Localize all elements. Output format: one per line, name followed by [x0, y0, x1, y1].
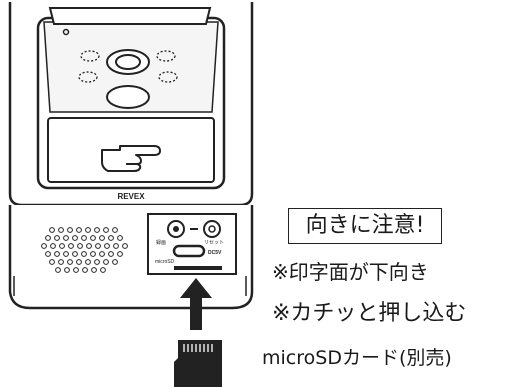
dc-label: DC5V — [208, 250, 222, 256]
speaker-hole — [73, 267, 79, 273]
speaker-hole — [113, 243, 119, 249]
speaker-hole — [58, 227, 64, 233]
slot-panel: 録画 リセット DC5V microSD — [147, 213, 237, 275]
speaker-hole — [50, 243, 56, 249]
speaker-hole — [117, 251, 123, 257]
camera-lens-icon — [106, 49, 150, 75]
speaker-hole — [112, 259, 118, 265]
speaker-hole — [49, 259, 55, 265]
insert-arrow-icon — [180, 278, 212, 330]
orientation-warning-box: 向きに注意! — [288, 208, 442, 244]
reset-label: リセット — [204, 240, 224, 246]
speaker-hole — [63, 251, 69, 257]
speaker-hole — [58, 259, 64, 265]
speaker-hole — [45, 235, 51, 241]
speaker-hole — [49, 227, 55, 233]
speaker-hole — [76, 259, 82, 265]
microsd-card-icon — [174, 340, 222, 387]
microsd-slot[interactable] — [174, 266, 222, 270]
speaker-hole — [67, 227, 73, 233]
speaker-hole — [81, 235, 87, 241]
speaker-hole — [99, 235, 105, 241]
speaker-hole — [94, 259, 100, 265]
speaker-hole — [85, 227, 91, 233]
speaker-hole — [122, 243, 128, 249]
speaker-hole — [100, 267, 106, 273]
speaker-hole — [108, 251, 114, 257]
push-until-click-note: ※カチッと押し込む — [272, 301, 467, 326]
speaker-hole — [117, 235, 123, 241]
speaker-hole — [76, 227, 82, 233]
speaker-hole — [77, 243, 83, 249]
speaker-hole — [81, 251, 87, 257]
speaker-hole — [55, 267, 61, 273]
speaker-hole — [68, 243, 74, 249]
sd-label: microSD — [155, 259, 175, 265]
sensor-icon — [106, 85, 150, 109]
speaker-hole — [104, 243, 110, 249]
speaker-hole — [54, 251, 60, 257]
speaker-hole — [67, 259, 73, 265]
speaker-hole — [72, 251, 78, 257]
top-cover — [48, 7, 212, 25]
speaker-grille — [41, 227, 128, 273]
speaker-hole — [85, 259, 91, 265]
speaker-hole — [91, 267, 97, 273]
speaker-hole — [63, 235, 69, 241]
record-label: 録画 — [156, 239, 166, 246]
speaker-hole — [90, 235, 96, 241]
pointing-hand-icon — [101, 145, 161, 172]
brand-logo: REVEX — [117, 192, 145, 201]
speaker-hole — [86, 243, 92, 249]
speaker-hole — [72, 235, 78, 241]
orientation-warning-title: 向きに注意! — [305, 213, 425, 238]
microsd-card-caption: microSDカード(別売) — [262, 347, 452, 369]
speaker-hole — [112, 227, 118, 233]
speaker-hole — [94, 227, 100, 233]
ir-led-icons — [78, 50, 178, 83]
speaker-hole — [64, 267, 70, 273]
speaker-hole — [82, 267, 88, 273]
speaker-hole — [103, 259, 109, 265]
speaker-hole — [90, 251, 96, 257]
indicator-light-icon — [62, 28, 70, 36]
speaker-hole — [108, 235, 114, 241]
speaker-hole — [95, 243, 101, 249]
speaker-hole — [99, 251, 105, 257]
speaker-hole — [41, 243, 47, 249]
speaker-hole — [45, 251, 51, 257]
speaker-hole — [54, 235, 60, 241]
speaker-hole — [103, 227, 109, 233]
print-side-down-note: ※印字面が下向き — [272, 260, 429, 284]
speaker-hole — [59, 243, 65, 249]
